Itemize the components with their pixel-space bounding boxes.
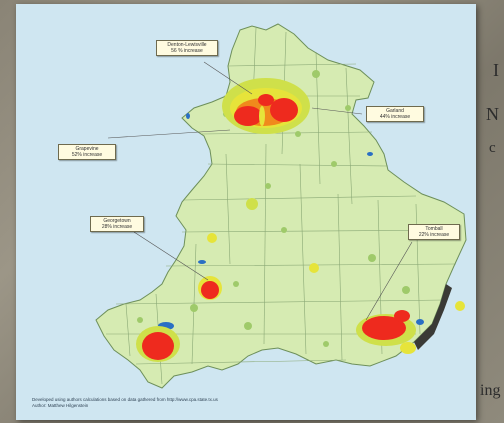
label-tomball: Tomball 22% increase <box>408 224 460 240</box>
label-name: Georgetown <box>103 218 131 224</box>
label-name: Grapevine <box>75 146 99 152</box>
hotspot-tomball <box>356 310 416 354</box>
label-garland: Garland 44% increase <box>366 106 424 122</box>
hotspot-georgetown <box>198 276 222 300</box>
label-change: 28% increase <box>101 224 133 230</box>
label-change: 22% increase <box>418 232 450 238</box>
label-name: Garland <box>386 108 404 114</box>
label-change: 56 % increase <box>171 48 203 54</box>
label-name: Denton-Lewisville <box>167 42 207 48</box>
hotspot-southwest <box>136 326 180 362</box>
label-grapevine: Grapevine 52% increase <box>58 144 116 160</box>
label-name: Tomball <box>425 226 443 232</box>
label-change: 44% increase <box>379 114 411 120</box>
coastline <box>414 284 452 350</box>
hotspot-north <box>222 78 310 134</box>
edge-text-2: N <box>486 104 499 124</box>
label-change: 52% increase <box>71 152 103 158</box>
label-georgetown: Georgetown 28% increase <box>90 216 144 232</box>
edge-text-3: c <box>489 140 496 156</box>
edge-text-1: I <box>493 60 499 80</box>
region-map <box>95 23 467 389</box>
label-denton-lewisville: Denton-Lewisville 56 % increase <box>156 40 218 56</box>
footer-source: Developed using authors calculations bas… <box>32 397 218 402</box>
footer-author: Author: Matthew Hilgenstein <box>32 402 89 408</box>
edge-text-4: ing <box>480 382 501 399</box>
leader-lines <box>107 61 413 321</box>
map-footer: Developed using authors calculations bas… <box>32 397 452 408</box>
